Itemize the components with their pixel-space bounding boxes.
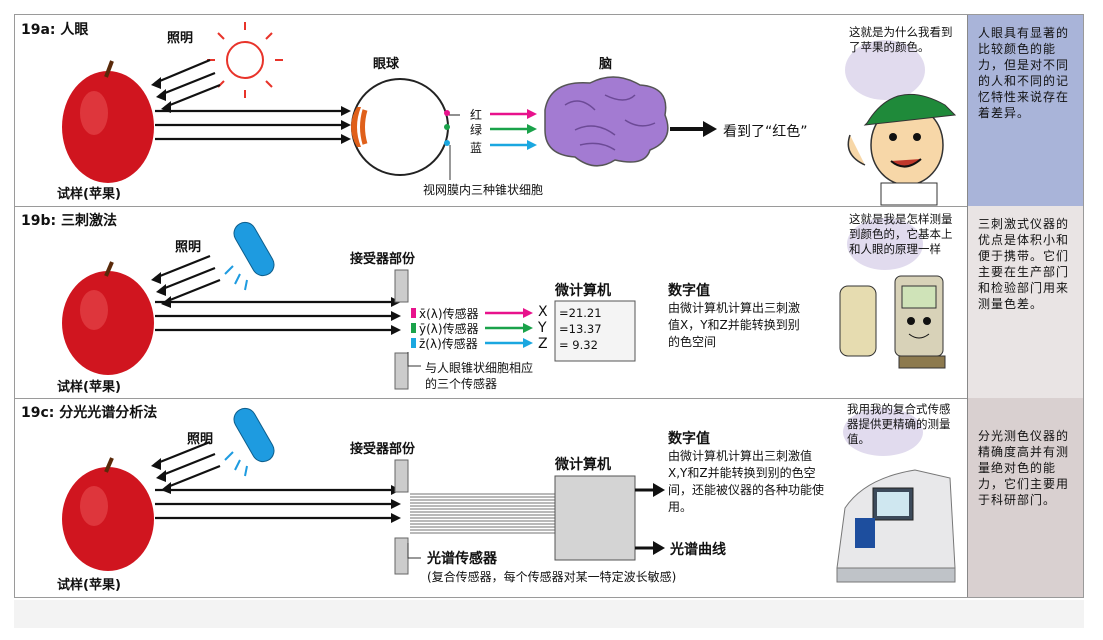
brain-image [544,76,669,167]
panel-a-sidebar: 人眼具有显著的比较颜色的能力，但是对不同的人和不同的记忆特性来说存在着差异。 [967,15,1083,206]
cone-note: 与人眼锥状细胞相应的三个传感器 [425,361,534,391]
apple-image [62,261,154,375]
panel-a-side-text: 人眼具有显著的比较颜色的能力，但是对不同的人和不同的记忆特性来说存在着差异。 [978,26,1070,120]
receiver-box-top [394,459,409,493]
panel-b-title: 19b: 三刺激法 [21,213,117,229]
digital-label: 数字值 [668,431,710,447]
brain-label: 脑 [599,57,613,72]
apple-image [62,457,154,571]
speech-text: 这就是我是怎样测量到颜色的，它基本上和人眼的原理一样 [849,212,953,256]
apple-image [62,60,154,183]
receiver-box-bottom [394,537,409,575]
panel-spectrophotometric: 19c: 分光光谱分析法 分光测色仪器的精确度高并有测量绝对色的能力，它们主要用… [15,398,1083,597]
sensor-x: x̄(λ)传感器 [419,307,479,321]
digital-desc: 由微计算机计算出三刺激值X，Y和Z并能转换到别的色空间 [668,301,801,349]
figure-frame: 19a: 人眼 人眼具有显著的比较颜色的能力，但是对不同的人和不同的记忆特性来说… [14,14,1084,598]
red-label: 红 [470,108,483,122]
instrument-cartoon [839,218,946,369]
blue-label: 蓝 [470,141,483,155]
lamp-icon [224,407,275,477]
digital-label: 数字值 [668,283,710,299]
panel-c-drawing [62,407,956,583]
illumination-label: 照明 [187,432,214,447]
lamp-icon [224,221,275,291]
panel-b-drawing [62,218,946,390]
illumination-label: 照明 [167,31,194,46]
illumination-label: 照明 [175,240,202,255]
green-label: 绿 [470,123,483,137]
tristimulus-x: X [538,304,548,320]
speech-text: 我用我的复合式传感器提供更精确的测量值。 [847,402,951,446]
microcomputer-box [554,300,636,362]
tristimulus-y: Y [538,320,547,336]
panel-tristimulus: 19b: 三刺激法 三刺激式仪器的优点是体积小和便于携带。它们主要在生产部门和检… [15,206,1083,399]
bottom-band [14,600,1084,628]
panel-c-sidebar: 分光测色仪器的精确度高并有测量绝对色的能力，它们主要用于科研部门。 [967,398,1083,597]
value-x: =21.21 [559,306,602,320]
panel-b-side-text: 三刺激式仪器的优点是体积小和便于携带。它们主要在生产部门和检验部门用来测量色差。 [978,217,1070,311]
result-label: 看到了“红色” [723,124,808,140]
panel-b-sidebar: 三刺激式仪器的优点是体积小和便于携带。它们主要在生产部门和检验部门用来测量色差。 [967,206,1083,398]
spectrophotometer-image [836,408,956,583]
sample-label: 试样(苹果) [57,380,121,395]
spectral-sensor-lines [410,493,555,534]
sample-label: 试样(苹果) [57,187,121,202]
retina-note: 视网膜内三种锥状细胞 [423,183,544,197]
sun-icon [207,22,283,98]
spectral-curve-label: 光谱曲线 [670,542,726,558]
sensor-z: z̄(λ)传感器 [419,337,478,351]
receiver-box-bottom [394,352,409,390]
eyeball-diagram [351,78,460,176]
receiver-box-top [394,269,409,303]
microcomputer-label: 微计算机 [555,457,611,473]
receiver-label: 接受器部份 [350,252,416,267]
speech-text: 这就是为什么我看到了苹果的颜色。 [849,25,953,54]
microcomputer-label: 微计算机 [555,283,611,299]
tristimulus-z: Z [538,336,548,352]
panel-a-title: 19a: 人眼 [21,22,89,38]
value-y: =13.37 [559,322,602,336]
boy-cartoon [845,40,957,206]
spectral-sensor-label: 光谱传感器 [427,551,497,567]
light-rays [154,58,345,141]
sample-label: 试样(苹果) [57,578,121,593]
panel-a-drawing [62,22,957,206]
panel-c-side-text: 分光测色仪器的精确度高并有测量绝对色的能力，它们主要用于科研部门。 [978,429,1070,507]
panel-human-eye: 19a: 人眼 人眼具有显著的比较颜色的能力，但是对不同的人和不同的记忆特性来说… [15,15,1083,207]
microcomputer-box [554,475,636,561]
sensor-y: ȳ(λ)传感器 [419,322,479,336]
receiver-label: 接受器部份 [350,442,416,457]
value-z: = 9.32 [559,338,598,352]
digital-desc: 由微计算机计算出三刺激值X,Y和Z并能转换到别的色空间，还能被仪器的各种功能使用… [668,449,825,514]
eyeball-label: 眼球 [373,57,400,72]
panel-c-title: 19c: 分光光谱分析法 [21,405,158,421]
spectral-sensor-note: (复合传感器，每个传感器对某一特定波长敏感) [427,570,677,584]
